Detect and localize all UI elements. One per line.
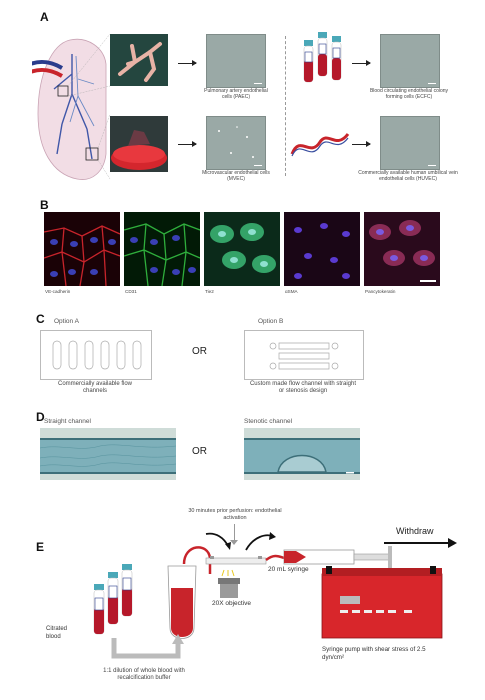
artery-tissue-photo: [110, 34, 168, 86]
straight-channel-image: [40, 428, 176, 480]
activation-arrow: [234, 524, 235, 542]
paec-micrograph: [206, 34, 266, 88]
lung-illustration: [32, 34, 111, 180]
mvec-caption: Microvascular endothelial cells (MVEC): [202, 170, 270, 182]
scale-bar: [254, 164, 262, 166]
option-a-caption: Commercially available flow channels: [57, 381, 133, 394]
stain-image-ve-cadherin: [44, 212, 120, 286]
commercial-flow-slide: [40, 330, 152, 380]
option-a-title: Option A: [54, 318, 79, 325]
panel-e-letter: E: [36, 540, 45, 554]
option-b-caption: Custom made flow channel with straight o…: [249, 381, 357, 394]
objective-label: 20X objective: [212, 600, 252, 607]
scale-bar: [420, 280, 436, 282]
ecfc-caption: Blood circulating endothelial colony for…: [369, 88, 449, 100]
straight-channel-title: Straight channel: [44, 418, 91, 425]
stain-label-cd31: CD31: [125, 289, 137, 294]
panel-a-letter: A: [40, 10, 49, 24]
arrow-paec: [178, 60, 197, 66]
panel-d-letter: D: [36, 410, 45, 424]
blood-tubes-icon: [303, 32, 342, 83]
scale-bar: [254, 82, 262, 84]
citrated-blood-label: Citrated blood: [46, 626, 68, 640]
stain-image-cd31: [124, 212, 200, 286]
stain-image-asma: [284, 212, 360, 286]
panel-b-letter: B: [40, 198, 49, 212]
lung-tissue-dish-photo: [110, 116, 168, 172]
stain-label-asma: αSMA: [285, 289, 298, 294]
activation-note: 30 minutes prior perfusion: endothelial …: [188, 508, 282, 521]
activation-arrow-head: [230, 540, 238, 545]
stain-image-tie2: [204, 212, 280, 286]
withdraw-label: Withdraw: [396, 526, 434, 536]
withdraw-arrow: [384, 542, 450, 544]
divider-dashed: [285, 36, 286, 176]
stain-image-pancytokeratin: [364, 212, 440, 286]
ecfc-micrograph: [380, 34, 440, 88]
arrow-mvec: [178, 141, 197, 147]
stenotic-channel-title: Stenotic channel: [244, 418, 293, 425]
scale-bar: [428, 164, 436, 166]
huvec-micrograph: [380, 116, 440, 170]
umbilical-cord-icon: [290, 133, 350, 157]
option-b-title: Option B: [258, 318, 284, 325]
syringe-label: 20 mL syringe: [268, 566, 309, 573]
stain-label-tie2: Tie2: [205, 289, 214, 294]
perfusion-setup-illustration: [93, 532, 443, 659]
scale-bar: [428, 82, 436, 84]
withdraw-arrow-head: [448, 538, 457, 548]
pump-label: Syringe pump with shear stress of 2.5 dy…: [322, 646, 426, 661]
huvec-caption: Commercially available human umbilical v…: [358, 170, 458, 182]
or-label-d: OR: [192, 446, 207, 457]
stenotic-channel-image: [244, 428, 360, 480]
panel-c-letter: C: [36, 312, 45, 326]
arrow-huvec: [352, 141, 371, 147]
or-label-c: OR: [192, 346, 207, 357]
mvec-micrograph: [206, 116, 266, 170]
stain-label-ve-cadherin: VE-cadherin: [45, 289, 71, 294]
paec-caption: Pulmonary artery endothelial cells (PAEC…: [204, 88, 268, 100]
arrow-ecfc: [352, 60, 371, 66]
custom-flow-slide: [244, 330, 364, 380]
stain-label-pancytokeratin: Pancytokeratin: [365, 289, 396, 294]
dilution-label: 1:1 dilution of whole blood with recalci…: [103, 668, 185, 681]
